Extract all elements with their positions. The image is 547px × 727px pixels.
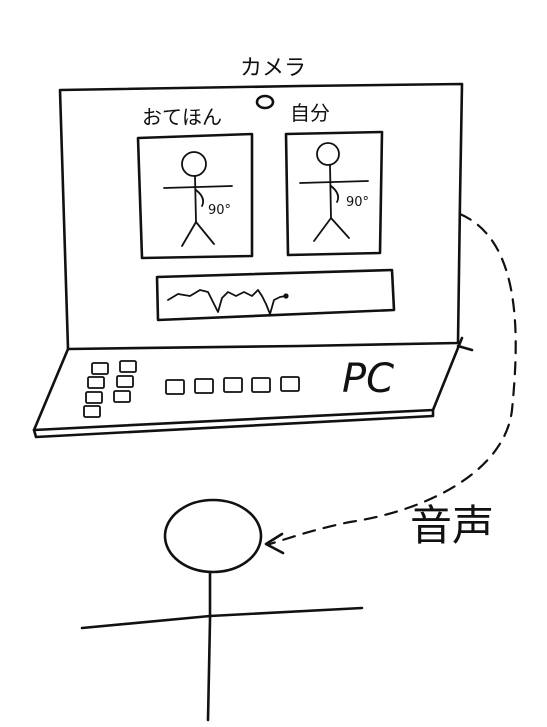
arrow-left-icon [264, 532, 285, 555]
camera-label: カメラ [240, 56, 306, 81]
audio-waveform [167, 289, 287, 315]
laptop-keyboard-base [32, 336, 474, 439]
model-stick-figure [163, 151, 233, 247]
laptop-screen [58, 82, 464, 351]
self-angle-label: 90° [346, 195, 369, 210]
audio-waveform-box [155, 268, 396, 322]
audio-path-dashed [268, 212, 517, 546]
audio-label: 音声 [410, 501, 494, 550]
pc-label: PC [342, 356, 394, 402]
keyboard-keys [83, 360, 300, 418]
camera-lens-icon [255, 94, 275, 110]
model-video-panel [136, 132, 254, 260]
user-head [163, 498, 263, 574]
self-stick-figure [299, 142, 369, 242]
self-video-panel [284, 130, 384, 257]
user-stick-figure [80, 498, 364, 722]
waveform-playhead [283, 293, 289, 299]
model-panel-label: おてほん [142, 105, 222, 129]
self-panel-label: 自分 [290, 101, 330, 125]
model-angle-label: 90° [208, 203, 231, 218]
